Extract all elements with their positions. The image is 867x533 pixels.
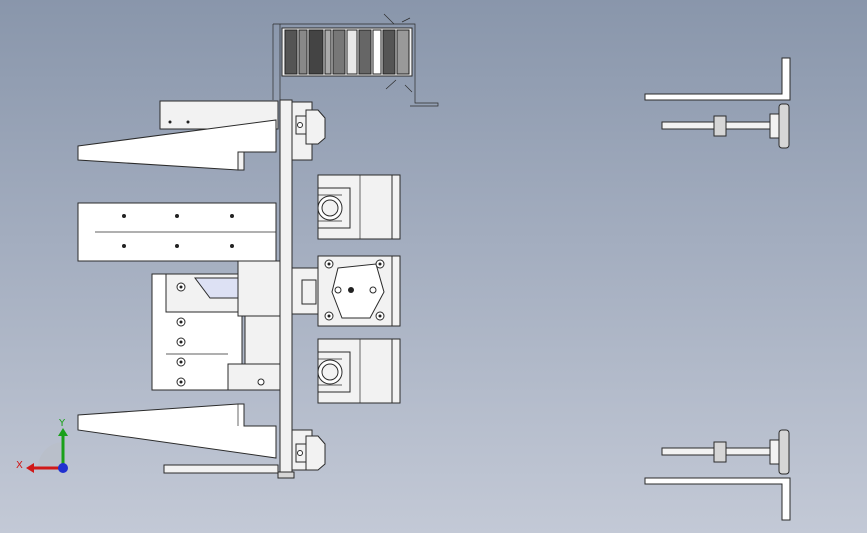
upper-arm-assembly[interactable] [77,100,279,171]
cable-drag-chain[interactable] [272,13,439,107]
left-cylinder-block[interactable] [151,260,281,391]
x-axis-label: X [16,460,23,471]
right-lower-leveling-foot[interactable] [661,429,790,475]
lower-servo-motor[interactable] [317,338,401,404]
right-upper-bracket[interactable] [644,57,791,101]
right-lower-bracket[interactable] [644,477,791,521]
lower-arm-assembly[interactable] [77,403,279,474]
right-upper-leveling-foot[interactable] [661,103,790,149]
center-gear-motor[interactable] [291,255,401,327]
coordinate-triad: Y X [16,418,68,473]
upper-slider-block[interactable] [291,101,326,161]
lower-slider-block[interactable] [291,429,326,471]
z-axis-icon [58,463,68,473]
middle-rail-plate[interactable] [77,202,277,262]
y-axis-label: Y [58,418,66,429]
upper-servo-motor[interactable] [317,174,401,240]
